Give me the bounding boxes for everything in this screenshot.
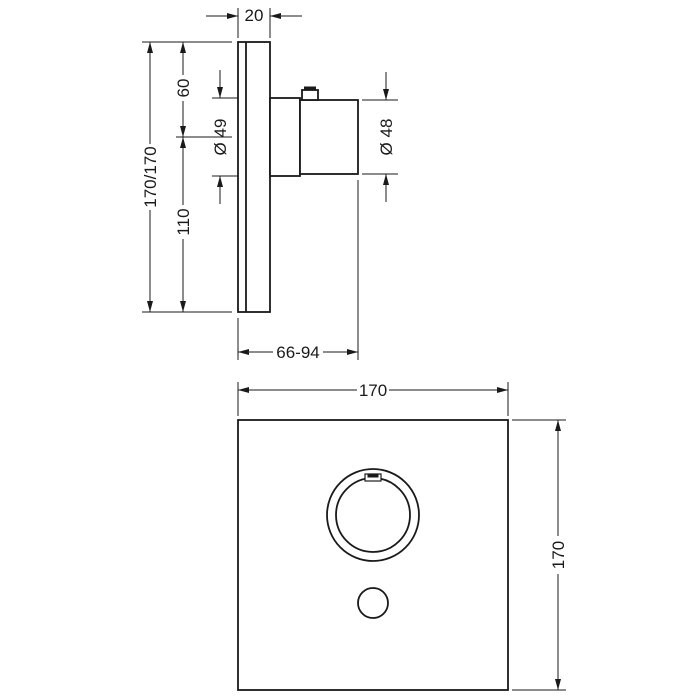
select-button-circle [357, 587, 389, 619]
handle-index-mark-side [304, 86, 316, 91]
dim-label-center-from-top: 60 [174, 79, 193, 98]
label-mask [357, 381, 389, 399]
dim-label-plate-thickness: 20 [245, 6, 264, 25]
label-mask [273, 343, 323, 361]
handle-side [299, 99, 359, 175]
dim-label-center-to-bottom: 110 [174, 208, 193, 235]
dim-label-installation-depth: 66-94 [276, 343, 319, 362]
dim-label-handle-diameter: Ø 48 [377, 119, 396, 156]
wall-plate-side [237, 41, 271, 313]
valve-sleeve-side [269, 97, 301, 177]
label-mask [549, 536, 567, 574]
front-view: 170 170 [237, 381, 568, 691]
dim-label-front-width: 170 [359, 381, 387, 400]
dim-label-stem-diameter: Ø 49 [211, 119, 230, 156]
handle-index-mark-front [367, 474, 379, 478]
label-mask [174, 75, 192, 101]
handle-index-clip-side [301, 89, 319, 101]
label-mask [141, 144, 159, 210]
side-view: 20 170/170 60 110 Ø 49 Ø 48 66-94 [141, 6, 398, 362]
handle-inner-circle [335, 477, 411, 553]
dim-label-front-height: 170 [549, 541, 568, 569]
label-mask [174, 205, 192, 239]
dim-label-overall-height: 170/170 [141, 146, 160, 207]
